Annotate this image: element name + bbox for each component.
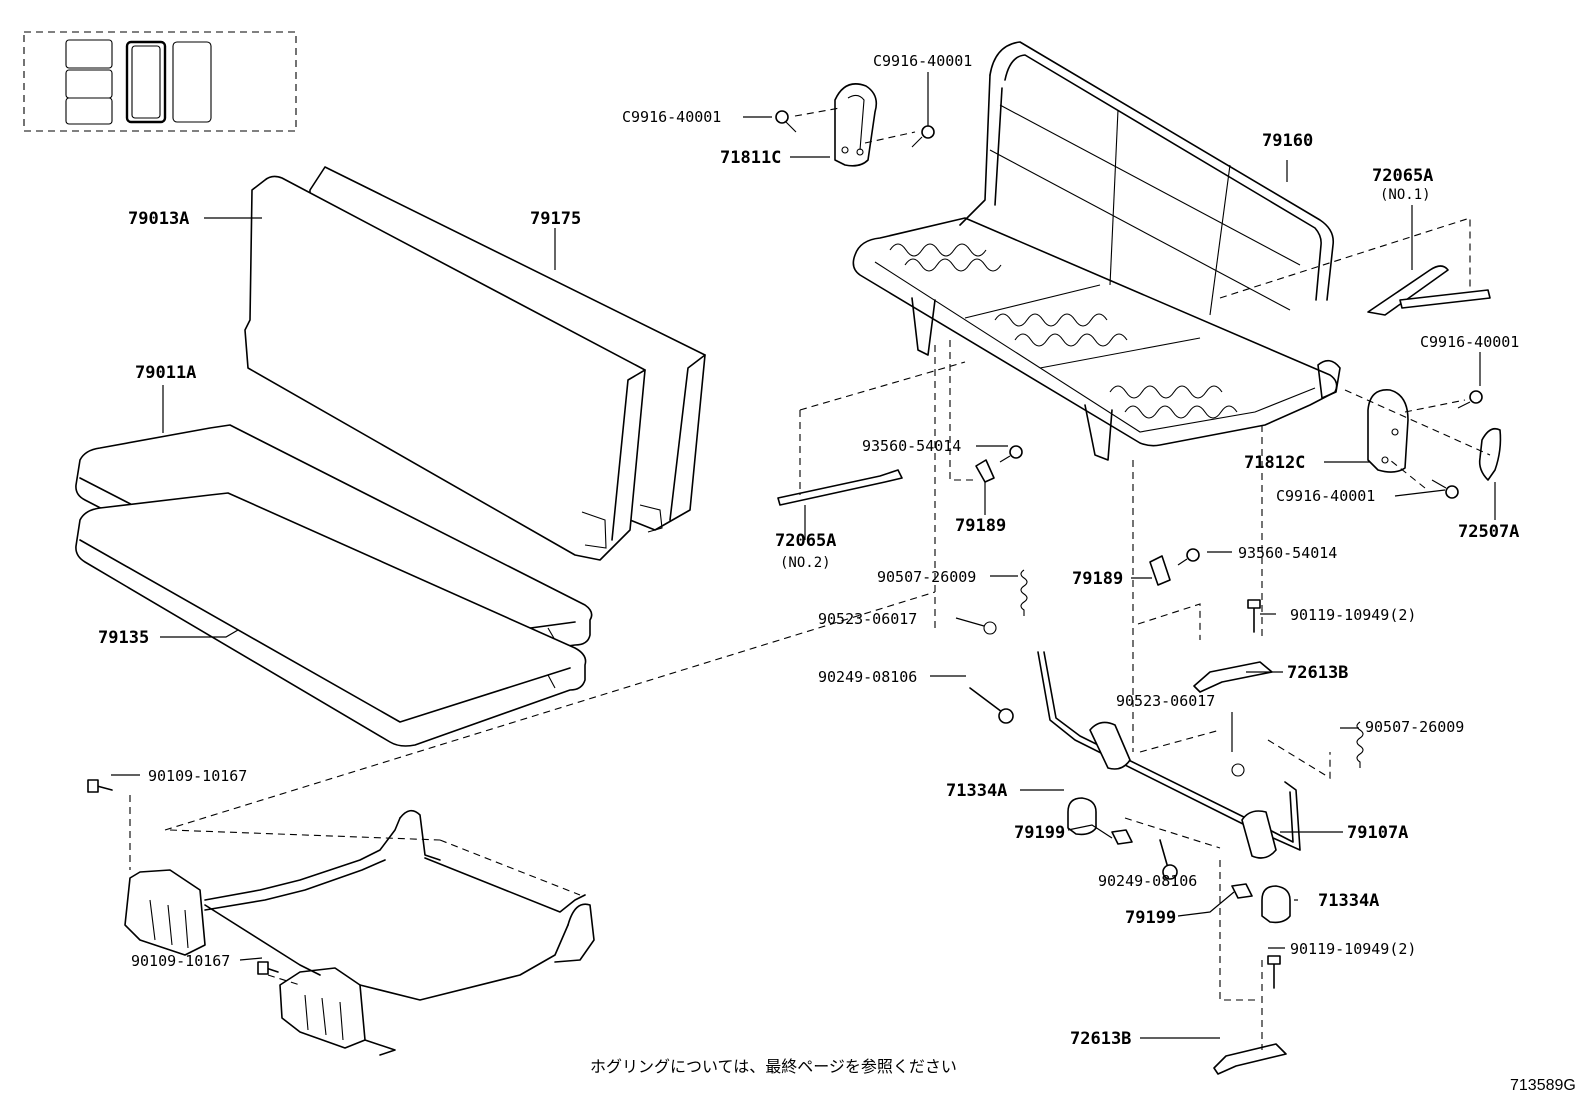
seat-frame-79160 — [852, 41, 1341, 461]
label-c9916-left: C9916-40001 — [622, 108, 721, 126]
seat-layout-legend — [23, 31, 297, 132]
strap-72065A-no1 — [1367, 265, 1491, 316]
release-lever-72507A — [1478, 427, 1502, 481]
label-90249-lower: 90249-08106 — [1098, 872, 1197, 890]
assembly-guide-lines — [129, 107, 1491, 1050]
label-90523-lower: 90523-06017 — [1116, 692, 1215, 710]
label-90119-lower: 90119-10949(2) — [1290, 940, 1416, 958]
diagram-code: 713589G — [1510, 1077, 1576, 1094]
label-90523-upper: 90523-06017 — [818, 610, 917, 628]
label-71334A-upper: 71334A — [946, 781, 1007, 801]
label-79189-lower: 79189 — [1072, 569, 1123, 589]
label-90507-upper: 90507-26009 — [877, 568, 976, 586]
label-79199-upper: 79199 — [1014, 823, 1065, 843]
label-72613B-upper: 72613B — [1287, 663, 1348, 683]
label-90109-lower: 90109-10167 — [131, 952, 230, 970]
label-79013A: 79013A — [128, 209, 189, 229]
label-93560-upper: 93560-54014 — [862, 437, 961, 455]
seat-cushion-79135 — [75, 492, 587, 747]
label-72065A-no2-sub: (NO.2) — [780, 555, 831, 571]
hinge-cover-71812C — [1367, 389, 1409, 473]
label-leader-lines — [111, 72, 1496, 1039]
label-c9916-top: C9916-40001 — [873, 52, 972, 70]
plate-72613B-lower — [1213, 1043, 1287, 1075]
label-71811C: 71811C — [720, 148, 781, 168]
label-90119-upper: 90119-10949(2) — [1290, 606, 1416, 624]
pin-90249-icons — [969, 687, 1178, 880]
plate-72613B-upper — [1193, 661, 1273, 693]
spring-90507-icons — [1020, 569, 1364, 768]
e-ring-icons — [983, 621, 1245, 777]
label-79135: 79135 — [98, 628, 149, 648]
label-72507A: 72507A — [1458, 522, 1519, 542]
bolt-icons — [87, 110, 1483, 989]
part-number-labels: 79013A 79175 79011A 79135 C9916-40001 C9… — [98, 52, 1519, 1049]
label-c9916-right-top: C9916-40001 — [1420, 333, 1519, 351]
bracket-79189-upper — [975, 459, 995, 483]
label-79107A: 79107A — [1347, 823, 1408, 843]
label-90507-lower: 90507-26009 — [1365, 718, 1464, 736]
label-72065A-no1-sub: (NO.1) — [1380, 187, 1431, 203]
label-90249-upper: 90249-08106 — [818, 668, 917, 686]
label-72065A-no1: 72065A — [1372, 166, 1433, 186]
hinge-cover-71811C — [834, 83, 878, 167]
lock-rod-79107A — [1037, 651, 1301, 859]
pads-79199 — [1111, 829, 1253, 899]
strap-72065A-no2 — [777, 469, 903, 506]
label-79160: 79160 — [1262, 131, 1313, 151]
stopper-71334A-lower — [1261, 885, 1291, 924]
label-79199-lower: 79199 — [1125, 908, 1176, 928]
seat-back-cushion-79013A — [244, 175, 646, 561]
label-79189-upper: 79189 — [955, 516, 1006, 536]
label-72065A-no2: 72065A — [775, 531, 836, 551]
label-79175: 79175 — [530, 209, 581, 229]
bracket-79189-lower — [1149, 555, 1171, 586]
label-90109-upper: 90109-10167 — [148, 767, 247, 785]
seat-track-assembly — [124, 809, 595, 1056]
label-c9916-right-bottom: C9916-40001 — [1276, 487, 1375, 505]
label-72613B-lower: 72613B — [1070, 1029, 1131, 1049]
label-71812C: 71812C — [1244, 453, 1305, 473]
label-79011A: 79011A — [135, 363, 196, 383]
label-93560-lower: 93560-54014 — [1238, 544, 1337, 562]
label-71334A-lower: 71334A — [1318, 891, 1379, 911]
hog-ring-note: ホグリングについては、最終ページを参照ください — [590, 1057, 957, 1076]
